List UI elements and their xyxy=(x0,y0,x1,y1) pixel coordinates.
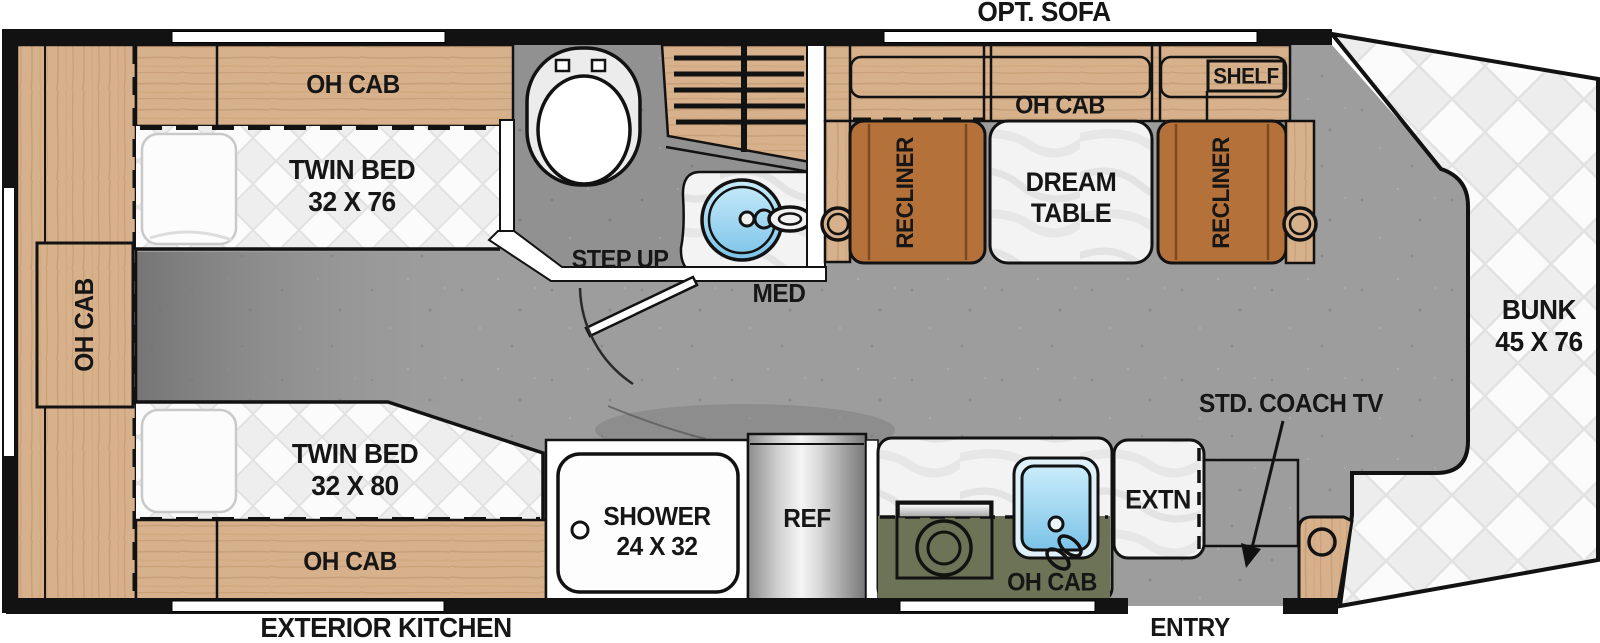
rear-oh-cab-box xyxy=(35,241,135,409)
rear-oh-cab-label: OH CAB xyxy=(69,278,100,372)
refrigerator xyxy=(746,432,868,602)
bed-size: 32 X 80 xyxy=(311,470,399,501)
faucet-hole xyxy=(738,210,756,228)
door-swing-arc xyxy=(578,287,634,386)
ref-label: REF xyxy=(783,503,831,534)
entry-label: ENTRY xyxy=(1150,612,1230,643)
med-label: MED xyxy=(752,278,806,309)
twin-bed-bottom-mattress xyxy=(136,402,543,520)
hall-curve xyxy=(607,405,707,440)
bath-bed-wall xyxy=(499,119,515,241)
cooktop-cover xyxy=(898,503,991,518)
tv-arrowhead xyxy=(1241,543,1261,568)
kitchen-sink-basin xyxy=(1020,464,1092,552)
twin-bed-bottom-label: TWIN BED 32 X 80 xyxy=(291,437,419,502)
step-up-label: STEP UP xyxy=(571,245,669,274)
hallway-shadow xyxy=(136,252,480,402)
faucet xyxy=(1057,534,1083,558)
tv-arrow xyxy=(1248,420,1285,557)
pillow-fold xyxy=(149,230,233,242)
bed-name: TWIN BED xyxy=(288,153,416,185)
pillow xyxy=(140,132,238,246)
window xyxy=(171,31,446,43)
entry-step xyxy=(1297,515,1354,604)
bunk-label: BUNK 45 X 76 xyxy=(1495,293,1583,358)
step-up-wall xyxy=(487,230,827,282)
recliner-right-label: RECLINER xyxy=(1208,137,1236,249)
faucet-handle-inner xyxy=(777,212,803,226)
bunk-mattress xyxy=(1327,31,1600,609)
window xyxy=(899,600,1096,612)
extn-counter xyxy=(1112,438,1206,560)
cup-holder xyxy=(1282,206,1318,242)
exterior-kitchen-label: EXTERIOR KITCHEN xyxy=(260,611,512,643)
bath-living-wall xyxy=(806,44,826,275)
toilet-lid xyxy=(536,74,632,186)
cab-dividers xyxy=(848,45,1209,121)
shower-label: SHOWER 24 X 32 xyxy=(603,501,711,562)
bed-edge xyxy=(136,400,545,520)
window xyxy=(4,188,14,456)
shelf-label: SHELF xyxy=(1213,63,1279,89)
living-oh-cab-label: OH CAB xyxy=(1015,91,1105,120)
shower-size: 24 X 32 xyxy=(616,531,698,561)
counter-gap-wall xyxy=(865,439,879,601)
bunk-name: BUNK xyxy=(1501,293,1577,325)
bed-size: 32 X 76 xyxy=(308,186,396,217)
window xyxy=(171,600,445,612)
recliner-left-seat xyxy=(848,119,987,265)
table-line: TABLE xyxy=(1030,198,1112,228)
wardrobe-face xyxy=(665,145,811,174)
cooktop xyxy=(895,500,994,580)
shower-drain xyxy=(570,520,590,540)
table-line: DREAM xyxy=(1025,166,1117,197)
bed-name: TWIN BED xyxy=(291,437,419,469)
toilet-hinge xyxy=(590,58,607,73)
wall-entry-stub xyxy=(1283,598,1338,614)
std-coach-tv-label: STD. COACH TV xyxy=(1199,388,1383,419)
extn-label: EXTN xyxy=(1125,484,1191,515)
recliner-left-label: RECLINER xyxy=(892,137,920,249)
dream-table-label: DREAM TABLE xyxy=(1026,167,1117,229)
kitchen-oh-cab-label: OH CAB xyxy=(1007,568,1097,597)
oh-cab-bottom-band xyxy=(134,518,548,602)
shelf-box xyxy=(1206,59,1286,93)
opt-sofa-label: OPT. SOFA xyxy=(977,0,1111,27)
twin-bed-top-label: TWIN BED 32 X 76 xyxy=(288,153,416,218)
faucet xyxy=(1045,547,1071,571)
window xyxy=(883,31,1258,43)
faucet-hole xyxy=(1047,515,1065,533)
oh-cab-top-label: OH CAB xyxy=(306,69,400,100)
cup-holder-inner xyxy=(826,212,850,236)
shower-pan xyxy=(556,452,740,594)
faucet-handle xyxy=(767,205,813,233)
cup-holder-inner xyxy=(1288,212,1312,236)
burner-inner xyxy=(926,530,962,566)
oh-cab-top-band xyxy=(134,43,515,128)
pillow xyxy=(140,408,238,514)
bunk-size: 45 X 76 xyxy=(1495,326,1583,357)
burner xyxy=(915,519,973,577)
entry-cup-holder xyxy=(1307,527,1337,557)
dream-table-top xyxy=(988,119,1154,265)
oh-cab-bottom-label: OH CAB xyxy=(303,546,397,577)
toilet-hinge xyxy=(554,58,571,73)
shower-name: SHOWER xyxy=(603,501,711,532)
